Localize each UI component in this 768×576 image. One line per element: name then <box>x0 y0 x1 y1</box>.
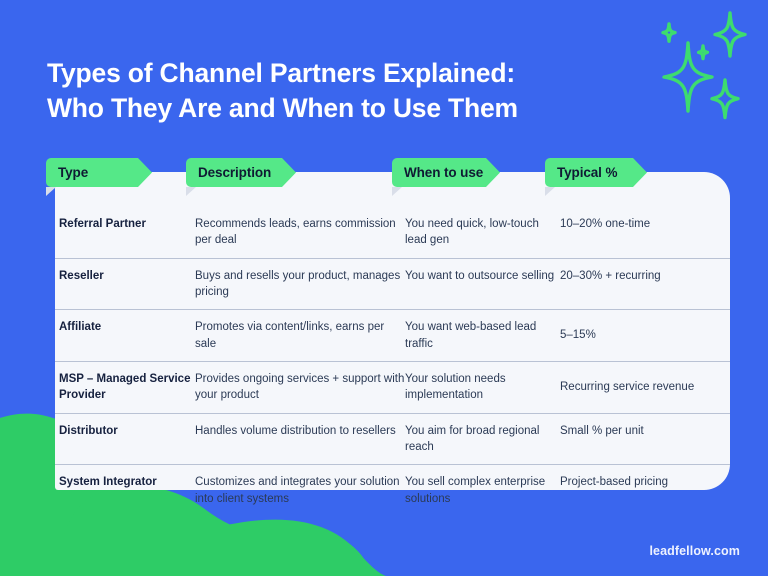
table-header-row: Type Description When to use Typical % <box>0 158 768 196</box>
cell-description: Handles volume distribution to resellers <box>195 424 396 437</box>
brand-footer: leadfellow.com <box>649 544 740 558</box>
sparkle-decoration-group <box>661 11 747 120</box>
cell-typical-pct: 10–20% one-time <box>560 218 651 230</box>
cell-when-to-use: You sell complex enterprise solutions <box>405 476 546 505</box>
table-row: MSP – Managed Service Provider Provides … <box>55 362 730 414</box>
sparkle-icon-topright <box>713 11 747 58</box>
column-header-type: Type <box>46 158 152 187</box>
page-title: Types of Channel Partners Explained: Who… <box>47 56 647 126</box>
cell-description: Recommends leads, earns commission per d… <box>195 218 396 247</box>
sparkle-icon-tiny-middle <box>696 44 710 61</box>
cell-type: Referral Partner <box>59 218 146 230</box>
table-row: Affiliate Promotes via content/links, ea… <box>55 310 730 362</box>
column-header-when-to-use: When to use <box>392 158 500 187</box>
cell-when-to-use: You want to outsource selling <box>405 269 555 282</box>
sparkle-icon-lowerright <box>710 78 740 120</box>
cell-typical-pct: 5–15% <box>560 329 596 342</box>
sparkle-icon-small-topleft <box>661 22 677 43</box>
cell-description: Buys and resells your product, manages p… <box>195 269 401 298</box>
page-title-line-1: Types of Channel Partners Explained: <box>47 58 515 88</box>
page-title-line-2: Who They Are and When to Use Them <box>47 93 518 124</box>
column-header-description: Description <box>186 158 296 187</box>
table-row: Reseller Buys and resells your product, … <box>55 259 730 311</box>
cell-when-to-use: You need quick, low-touch lead gen <box>405 218 539 247</box>
cell-type: Reseller <box>59 269 104 282</box>
cell-typical-pct: Recurring service revenue <box>560 381 695 394</box>
tag-shadow-nub <box>186 187 196 196</box>
cell-when-to-use: Your solution needs implementation <box>405 372 506 402</box>
table-row: Distributor Handles volume distribution … <box>55 414 730 466</box>
table-row: System Integrator Customizes and integra… <box>55 465 730 516</box>
column-header-label: When to use <box>404 165 484 180</box>
cell-description: Provides ongoing services + support with… <box>195 372 405 402</box>
cell-typical-pct: Small % per unit <box>560 424 644 437</box>
cell-when-to-use: You want web-based lead traffic <box>405 321 537 350</box>
tag-shadow-nub <box>545 187 555 196</box>
column-header-typical-pct: Typical % <box>545 158 647 187</box>
cell-typical-pct: 20–30% + recurring <box>560 269 661 282</box>
tag-shadow-nub <box>392 187 402 196</box>
cell-description: Promotes via content/links, earns per sa… <box>195 321 385 350</box>
table-row: Referral Partner Recommends leads, earns… <box>55 207 730 259</box>
cell-type: Distributor <box>59 424 118 437</box>
tag-shadow-nub <box>46 187 56 196</box>
cell-when-to-use: You aim for broad regional reach <box>405 424 540 453</box>
column-header-label: Type <box>58 165 89 180</box>
column-header-label: Description <box>198 165 272 180</box>
cell-description: Customizes and integrates your solution … <box>195 476 400 505</box>
cell-type: System Integrator <box>59 476 157 489</box>
sparkle-icon-large <box>662 41 714 113</box>
table-card <box>55 172 730 490</box>
cell-type: MSP – Managed Service Provider <box>59 372 191 402</box>
partner-types-table: Referral Partner Recommends leads, earns… <box>55 207 730 516</box>
column-header-label: Typical % <box>557 165 618 180</box>
cell-typical-pct: Project-based pricing <box>560 476 669 489</box>
cell-type: Affiliate <box>59 321 102 334</box>
